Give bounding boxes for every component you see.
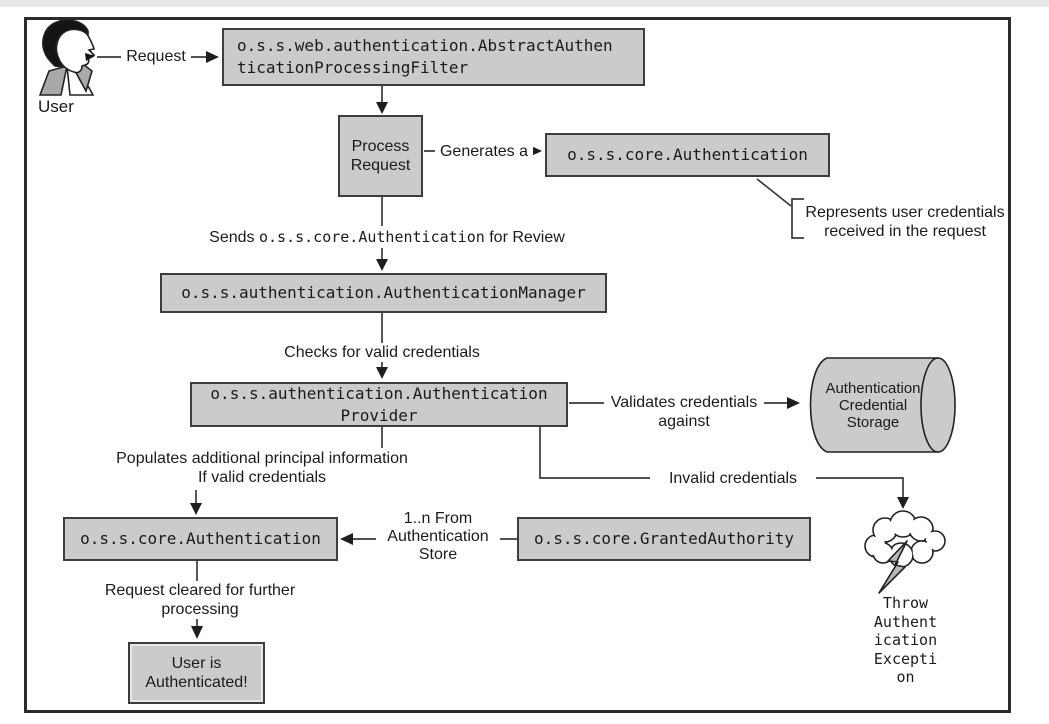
node-abstract-authentication-processing-filter: o.s.s.web.authentication.AbstractAuthen … [222,28,645,86]
storage-label-line: Credential [838,397,908,414]
generates-label: Generates a [435,142,533,161]
note-callout-line [756,178,792,207]
node-authentication-provider: o.s.s.authentication.Authentication Prov… [190,382,568,427]
populates-line: Populates additional principal informati… [116,450,408,467]
storage-label: Authentication Credential Storage [815,380,931,431]
node-granted-authority: o.s.s.core.GrantedAuthority [517,517,811,561]
throw-line: Throw [882,594,929,612]
user-label: User [38,97,74,116]
from-store-label: 1..n From Authentication Store [376,510,500,564]
throw-exception-label: Throw Authent ication Excepti on [858,594,953,687]
throw-line: on [896,668,915,686]
page-top-strip [0,0,1049,7]
node-text-line: Process [351,138,410,155]
from-store-line: Store [418,546,458,563]
node-user-authenticated: User is Authenticated! [128,642,265,704]
database-cylinder-icon [809,357,956,453]
invalid-credentials-label: Invalid credentials [650,469,816,488]
node-process-request: Process Request [338,115,423,197]
node-text-line: o.s.s.core.Authentication [80,529,321,548]
throw-line: ication [873,631,938,649]
note-line: received in the request [824,223,986,240]
node-text-line: o.s.s.authentication.AuthenticationManag… [181,283,586,302]
storm-cloud-lightning-icon [864,510,946,594]
user-profile-icon [38,19,96,96]
populates-line: If valid credentials [197,469,327,486]
request-cleared-label: Request cleared for further processing [90,581,310,619]
sends-review-label: Sends o.s.s.core.Authentication for Revi… [192,226,582,248]
node-text-line: Authenticated! [145,674,248,691]
node-authentication-manager: o.s.s.authentication.AuthenticationManag… [160,273,607,313]
node-text-line: User is [171,655,222,672]
populates-arrow [190,490,202,515]
credentials-note: Represents user credentials received in … [800,203,1010,241]
filter-to-process-arrow [376,86,388,114]
request-cleared-line: processing [161,601,239,618]
request-label: Request [121,47,191,66]
node-text-line: ticationProcessingFilter [237,58,469,77]
from-store-line: Authentication [387,528,489,545]
request-cleared-line: Request cleared for further [104,582,296,599]
node-core-authentication-result: o.s.s.core.Authentication [63,517,338,561]
validates-label: Validates credentials against [604,393,764,431]
node-core-authentication: o.s.s.core.Authentication [545,133,830,177]
checks-credentials-label: Checks for valid credentials [262,343,502,362]
sends-suffix: for Review [489,229,565,246]
validates-line: against [658,413,710,430]
throw-line: Authent [873,612,938,631]
throw-line: Excepti [873,649,938,668]
node-text-line: o.s.s.authentication.Authentication [210,383,548,403]
sends-code: o.s.s.core.Authentication [259,228,485,246]
from-store-line: 1..n From [403,510,473,527]
node-text-line: Request [350,157,411,174]
node-text-line: o.s.s.core.GrantedAuthority [533,529,795,548]
populates-label: Populates additional principal informati… [100,449,424,487]
sends-prefix: Sends [209,229,255,246]
node-text-line: o.s.s.core.Authentication [567,145,808,164]
storage-label-line: Authentication [825,380,921,397]
note-line: Represents user credentials [805,204,1005,221]
storage-label-line: Storage [846,414,900,431]
node-text-line: o.s.s.web.authentication.AbstractAuthen [237,36,613,55]
validates-line: Validates credentials [610,394,758,411]
note-bracket [791,198,804,239]
node-text-line: Provider [340,405,418,425]
